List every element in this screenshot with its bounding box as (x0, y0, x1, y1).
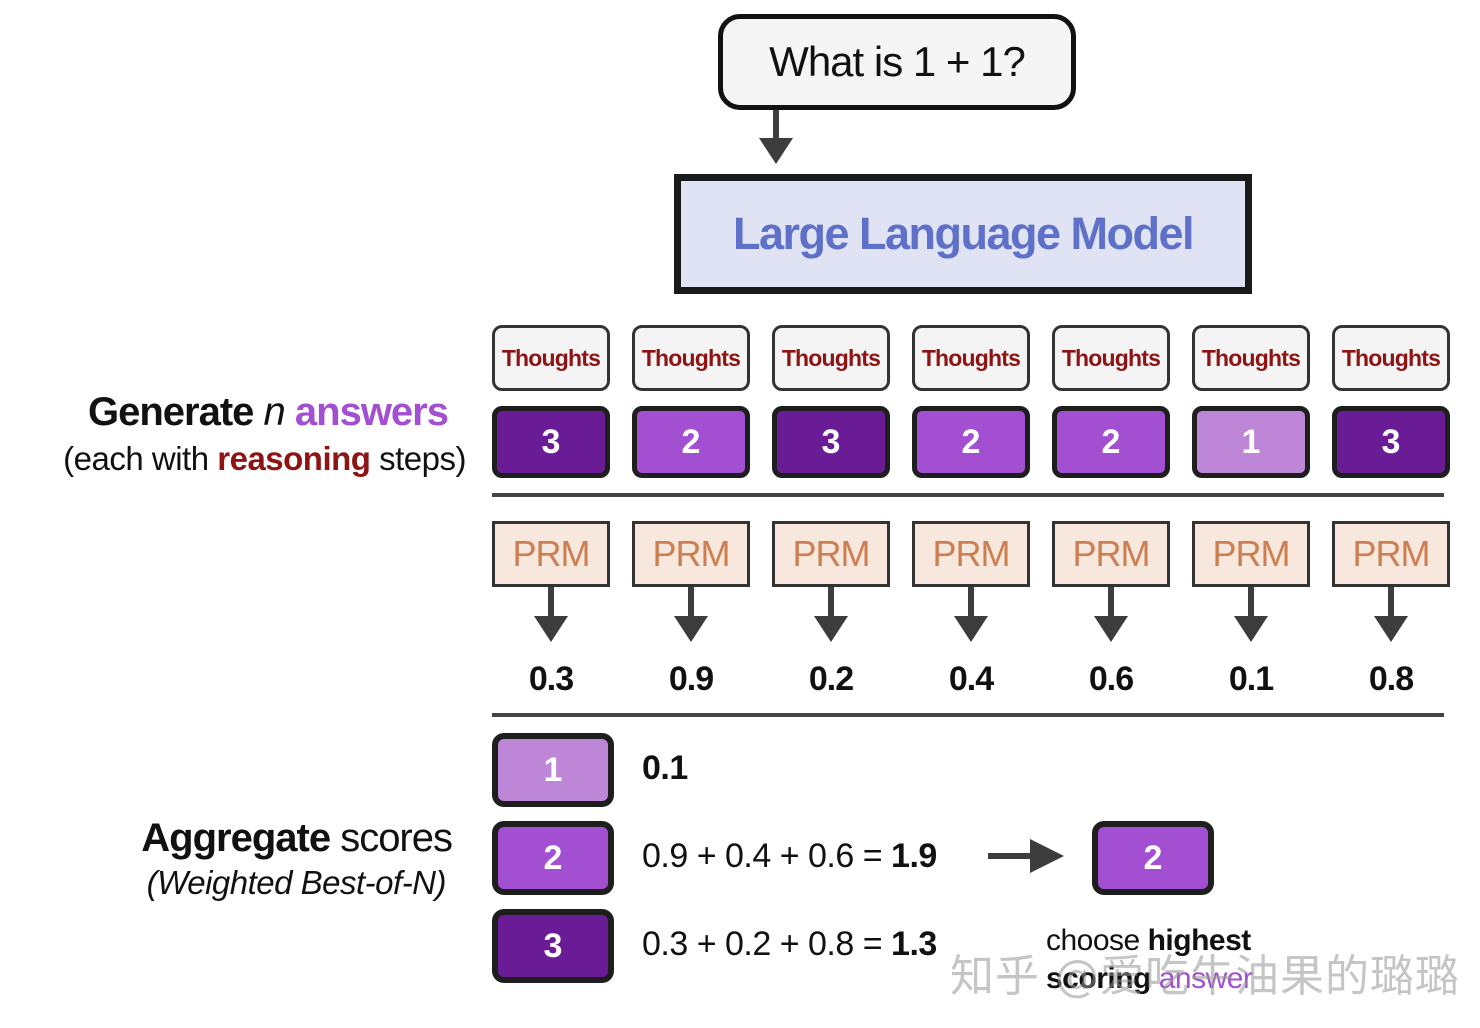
arrow-to-chosen (988, 853, 1032, 859)
arrow-prm-to-score (828, 587, 834, 619)
divider-top (492, 493, 1444, 497)
arrow-prm-to-score (688, 587, 694, 619)
thoughts-box: Thoughts (1052, 325, 1170, 391)
aggregate-expression: 0.3 + 0.2 + 0.8 = 1.3 (642, 925, 937, 964)
arrow-head (759, 138, 793, 164)
thoughts-box: Thoughts (632, 325, 750, 391)
aggregate-expression: 0.1 (642, 749, 688, 788)
arrow-head (1374, 616, 1408, 642)
answer-box: 3 (492, 406, 610, 478)
aggregate-expression: 0.9 + 0.4 + 0.6 = 1.9 (642, 837, 937, 876)
thoughts-box: Thoughts (772, 325, 890, 391)
answer-box: 3 (1332, 406, 1450, 478)
llm-label: Large Language Model (732, 208, 1195, 259)
aggregate-answer-box: 1 (492, 733, 614, 807)
arrow-prm-to-score (1388, 587, 1394, 619)
answer-box: 3 (772, 406, 890, 478)
aggregate-label: Aggregate scores (141, 816, 453, 861)
arrow-question-to-model (773, 110, 779, 140)
prm-box: PRM (492, 521, 610, 587)
prm-score: 0.9 (668, 660, 714, 698)
thoughts-box: Thoughts (492, 325, 610, 391)
question-box: What is 1 + 1? (718, 14, 1076, 110)
choose-caption: choose highest scoring answer (1046, 922, 1253, 998)
prm-score: 0.6 (1088, 660, 1134, 698)
answer-box: 1 (1192, 406, 1310, 478)
arrow-prm-to-score (548, 587, 554, 619)
arrow-head (954, 616, 988, 642)
arrow-prm-to-score (1108, 587, 1114, 619)
aggregate-sublabel: (Weighted Best-of-N) (146, 864, 447, 901)
prm-score: 0.4 (948, 660, 994, 698)
answer-box: 2 (632, 406, 750, 478)
prm-box: PRM (1332, 521, 1450, 587)
generate-label: Generate n answers (87, 390, 449, 435)
aggregate-answer-box: 2 (492, 821, 614, 895)
chosen-answer-value: 2 (1143, 838, 1163, 877)
aggregate-total: 1.3 (891, 925, 937, 963)
generate-sublabel: (each with reasoning steps) (63, 440, 466, 478)
aggregate-scores-word: scores (340, 816, 453, 860)
prm-box: PRM (632, 521, 750, 587)
aggregate-total: 0.1 (642, 749, 688, 787)
question-text: What is 1 + 1? (769, 38, 1026, 85)
generate-word: Generate (87, 390, 254, 434)
thoughts-box: Thoughts (1332, 325, 1450, 391)
aggregate-answer-box: 3 (492, 909, 614, 983)
prm-score: 0.2 (808, 660, 854, 698)
answer-box: 2 (1052, 406, 1170, 478)
chosen-answer-box: 2 (1092, 821, 1214, 895)
divider-bottom (492, 713, 1444, 717)
generate-sub-open: (each with (63, 440, 209, 477)
arrow-prm-to-score (1248, 587, 1254, 619)
answer-box: 2 (912, 406, 1030, 478)
prm-box: PRM (912, 521, 1030, 587)
arrow-prm-to-score (968, 587, 974, 619)
arrow-head (674, 616, 708, 642)
thoughts-box: Thoughts (1192, 325, 1310, 391)
watermark: 知乎 @爱吃牛油果的璐璐 (950, 951, 1460, 1002)
aggregate-sum-expression: 0.9 + 0.4 + 0.6 = (642, 837, 892, 875)
choose-line1: choose highest (1046, 924, 1251, 957)
choose-line2: scoring answer (1046, 962, 1253, 995)
generate-sub-close: steps) (379, 440, 466, 477)
arrow-head (814, 616, 848, 642)
prm-score: 0.1 (1228, 660, 1274, 698)
generate-reasoning-word: reasoning (217, 440, 371, 477)
aggregate-sum-expression: 0.3 + 0.2 + 0.8 = (642, 925, 892, 963)
prm-box: PRM (1052, 521, 1170, 587)
thoughts-box: Thoughts (912, 325, 1030, 391)
arrow-head (1030, 839, 1064, 873)
prm-box: PRM (1192, 521, 1310, 587)
arrow-head (534, 616, 568, 642)
prm-score: 0.3 (528, 660, 574, 698)
generate-answers-word: answers (294, 390, 449, 434)
generate-n: n (263, 390, 286, 434)
aggregate-total: 1.9 (891, 837, 937, 875)
arrow-head (1094, 616, 1128, 642)
aggregate-word: Aggregate (141, 816, 331, 860)
prm-box: PRM (772, 521, 890, 587)
arrow-head (1234, 616, 1268, 642)
prm-score: 0.8 (1368, 660, 1414, 698)
llm-box: Large Language Model (674, 174, 1252, 294)
